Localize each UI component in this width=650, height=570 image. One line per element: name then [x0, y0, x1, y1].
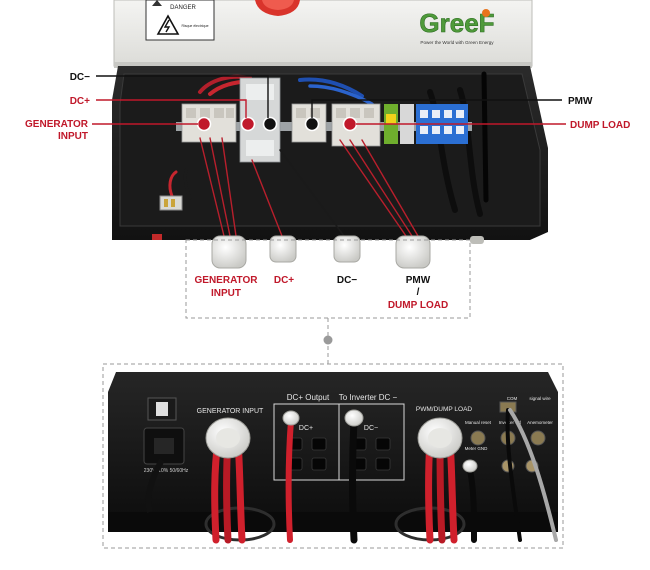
- warning-triangle-icon: [156, 14, 180, 35]
- port-label-dc-minus: DC−: [337, 275, 357, 286]
- callout-dump-load: DUMP LOAD: [570, 120, 630, 131]
- marker-dump-load: [342, 116, 358, 132]
- callout-markers: [196, 116, 358, 132]
- power-socket: [143, 427, 185, 465]
- cables-to-glands: [199, 137, 419, 237]
- gland-dc-minus: [333, 235, 361, 263]
- leader-dc-plus: [96, 99, 247, 118]
- top-callout-labels: DC− DC+ GENERATOR INPUT PMW DUMP LOAD: [25, 72, 630, 142]
- logo-sun-icon: [482, 9, 490, 17]
- port-label-generator-line2: INPUT: [211, 288, 241, 299]
- gland-generator: [211, 235, 247, 269]
- connector-dot: [323, 335, 333, 345]
- callout-dc-plus: DC+: [70, 96, 90, 107]
- marker-dc-minus: [262, 116, 278, 132]
- port-label-slash: /: [417, 287, 420, 298]
- power-switch: [147, 397, 177, 421]
- frame-connector: [323, 318, 333, 364]
- panel-manual-reset: Manual reset: [465, 420, 492, 425]
- panel-inverter-ctrl: Inverter ctrl: [499, 420, 522, 425]
- marker-pmw: [304, 116, 320, 132]
- danger-subtext: Risque électrique: [181, 24, 208, 28]
- voltage-rating: 230V±10% 50/60Hz: [144, 468, 189, 474]
- inline-fuse: [159, 195, 183, 211]
- marker-generator-input: [196, 116, 212, 132]
- leader-dc-minus: [96, 75, 269, 118]
- port-labels: GENERATOR INPUT DC+ DC− PMW / DUMP LOAD: [195, 275, 449, 311]
- panel-generator-input: GENERATOR INPUT: [197, 408, 264, 415]
- leader-lines: [92, 75, 566, 125]
- callout-pmw: PMW: [568, 96, 593, 107]
- panel-dc-output: DC+ Output: [287, 393, 330, 402]
- panel-dc-plus: DC+: [299, 425, 313, 432]
- port-label-generator-line1: GENERATOR: [195, 275, 259, 286]
- panel-com: COM: [507, 396, 518, 401]
- port-label-dump-load: DUMP LOAD: [388, 300, 448, 311]
- callout-dc-minus: DC−: [70, 72, 90, 83]
- cable-glands: [152, 234, 484, 269]
- logo-tagline: Power the World with Green Energy: [420, 40, 494, 45]
- port-label-dc-plus: DC+: [274, 275, 294, 286]
- panel-signal-wire: signal wire: [529, 396, 551, 401]
- danger-label: DANGER: [170, 5, 196, 11]
- busbar-dc: [239, 77, 281, 163]
- panel-meter-gnd: Meter GND: [465, 446, 489, 451]
- callout-generator-line2: INPUT: [58, 131, 88, 142]
- leader-pmw: [311, 99, 562, 118]
- port-label-pmw: PMW: [406, 275, 431, 286]
- lid-hinge: [114, 62, 532, 68]
- greef-logo: GreeF Power the World with Green Energy: [419, 8, 495, 45]
- callout-generator-line1: GENERATOR: [25, 119, 89, 130]
- device-back-panel: [108, 372, 558, 532]
- gland-pmw-dump: [395, 235, 431, 269]
- panel-glands: [205, 409, 478, 473]
- panel-pwm-dump: PWM/DUMP LOAD: [416, 406, 473, 413]
- panel-anemometer: Anemometer: [527, 420, 553, 425]
- danger-sticker: DANGER Risque électrique: [145, 0, 215, 41]
- back-panel-photo: 230V±10% 50/60Hz GENERATOR INPUT DC+ Out…: [108, 372, 558, 544]
- marker-dc-plus: [240, 116, 256, 132]
- gland-dc-plus: [269, 235, 297, 263]
- power-cord: [145, 458, 165, 513]
- panel-dc-minus: DC−: [364, 425, 378, 432]
- controller-box-photo: DANGER Risque électrique GreeF Power the…: [92, 0, 566, 269]
- panel-to-inverter: To Inverter DC −: [339, 393, 398, 402]
